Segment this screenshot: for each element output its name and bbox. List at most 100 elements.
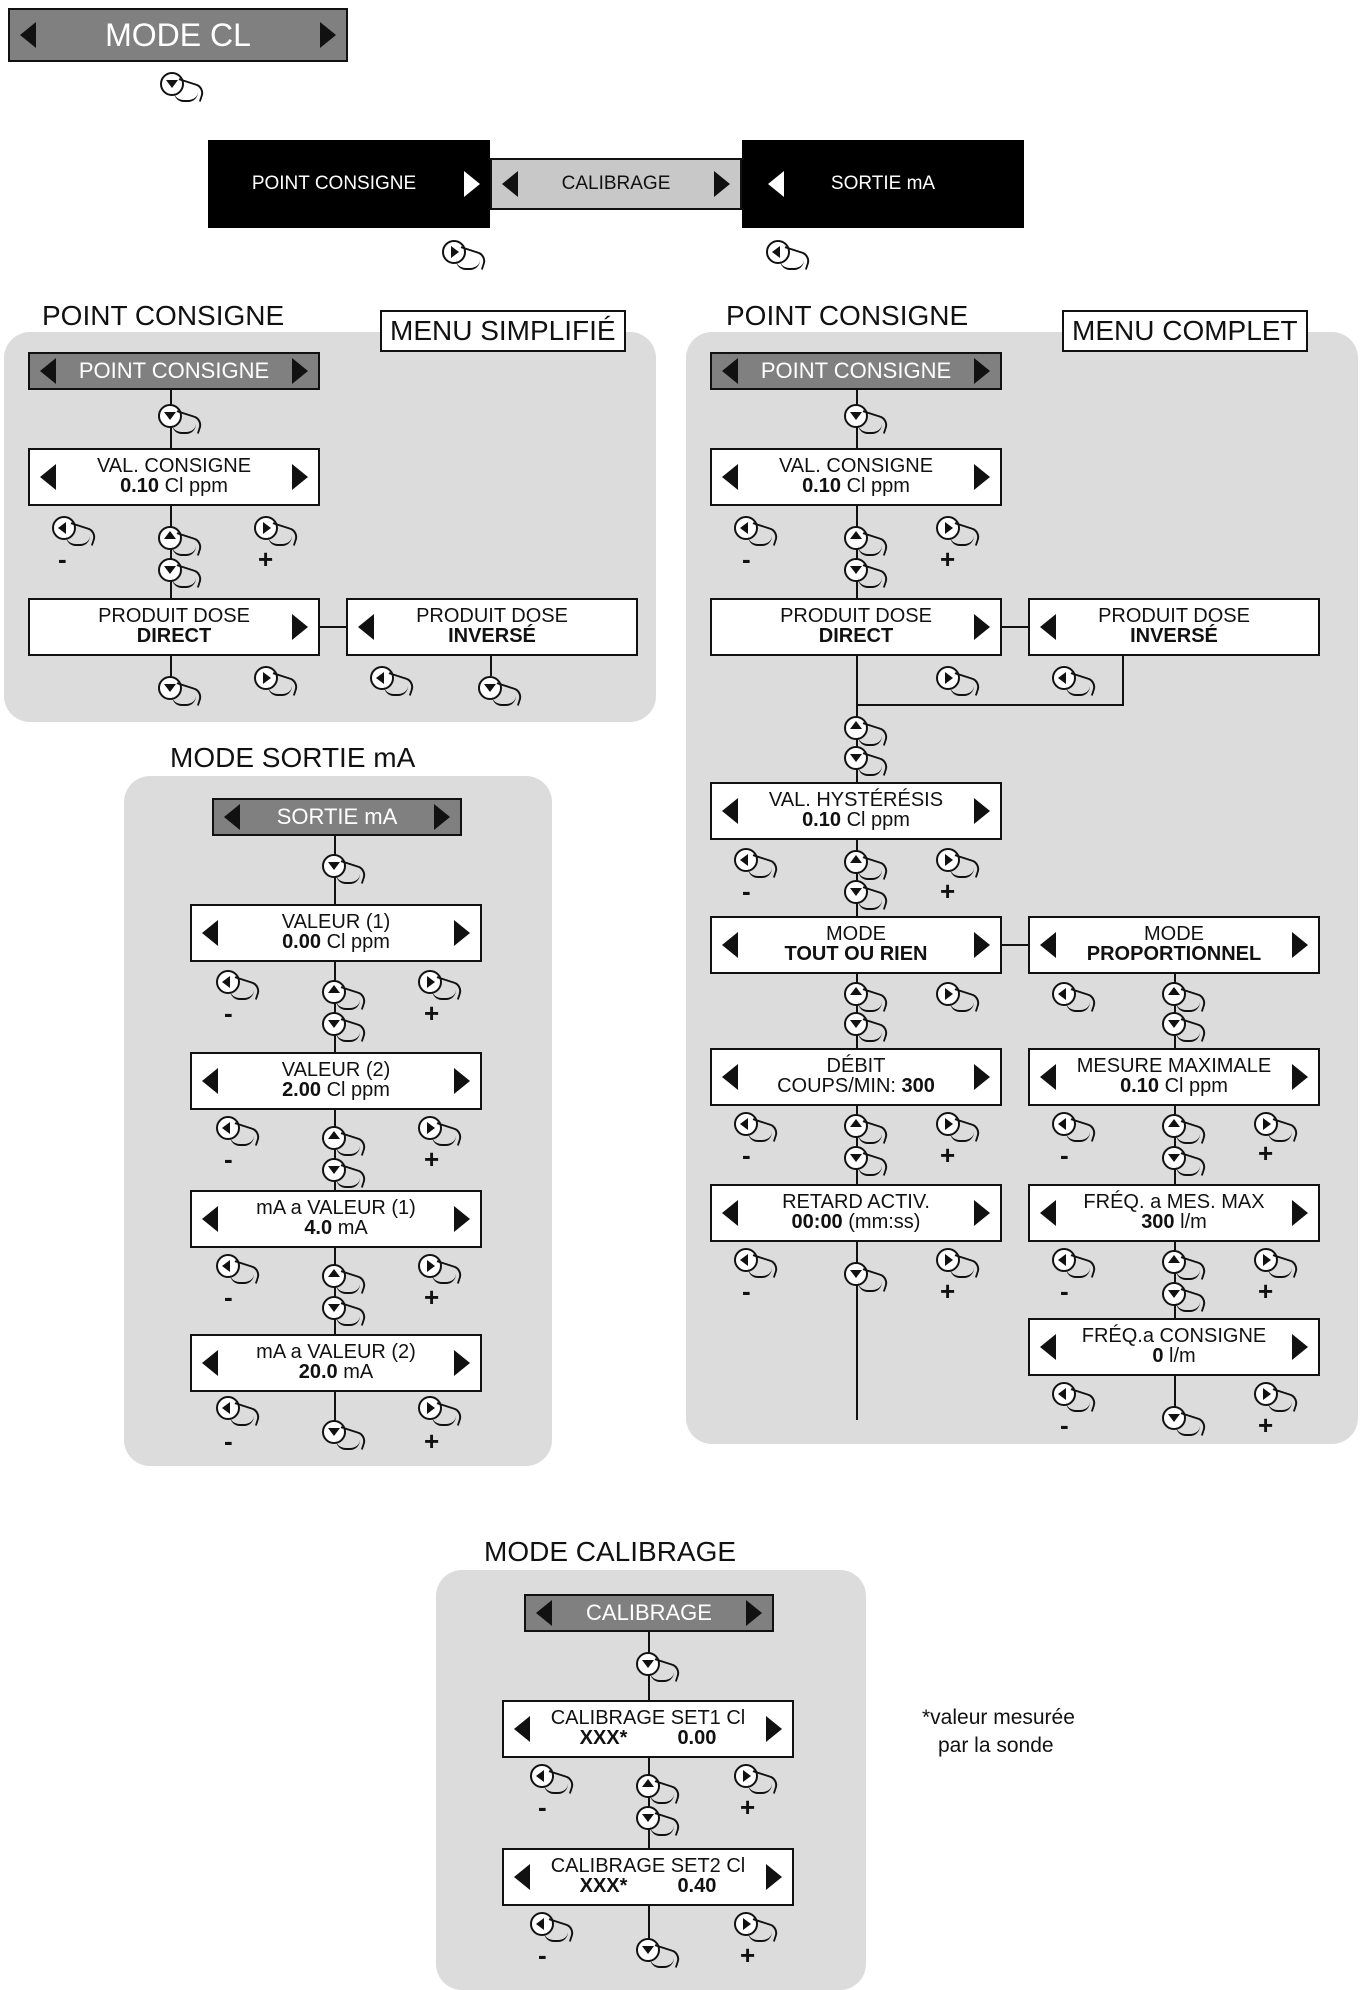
left-arrow-icon [40,464,56,490]
left-arrow-icon [768,171,784,197]
down-button-icon[interactable] [844,744,890,778]
left-arrow-icon [202,1206,218,1232]
down-button-icon[interactable] [1162,1144,1208,1178]
up-button-icon[interactable] [1162,1112,1208,1146]
left-button-icon[interactable] [734,1246,780,1280]
left-button-icon[interactable] [1052,1110,1098,1144]
down-button-icon[interactable] [478,674,524,708]
left-button-icon[interactable] [216,1394,262,1428]
left-arrow-icon [722,358,738,384]
down-button-icon[interactable] [636,1936,682,1970]
down-button-icon[interactable] [1162,1404,1208,1438]
up-button-icon[interactable] [322,1124,368,1158]
left-button-icon[interactable] [370,664,416,698]
down-button-icon[interactable] [322,1156,368,1190]
right-button-icon[interactable] [734,1762,780,1796]
left-button-icon[interactable] [766,238,812,272]
right-button-icon[interactable] [936,1246,982,1280]
up-button-icon[interactable] [844,980,890,1014]
complet-menu-tag: MENU COMPLET [1062,310,1308,352]
calib-set2: CALIBRAGE SET2 Cl XXX*0.40 [502,1848,794,1906]
down-button-icon[interactable] [158,674,204,708]
minus-sign: - [742,1140,751,1170]
right-button-icon[interactable] [936,846,982,880]
up-button-icon[interactable] [322,1262,368,1296]
complet-retard-unit: (mm:ss) [848,1211,921,1233]
right-button-icon[interactable] [1254,1246,1300,1280]
complet-mesmax-unit: Cl ppm [1164,1075,1228,1097]
down-button-icon[interactable] [844,402,890,436]
left-button-icon[interactable] [530,1762,576,1796]
plus-sign: + [740,1792,756,1822]
sortie-ma1-label: mA a VALEUR (1) [256,1197,416,1219]
complet-hyst-label: VAL. HYSTÉRÉSIS [768,789,944,811]
right-button-icon[interactable] [254,514,300,548]
left-button-icon[interactable] [734,846,780,880]
up-button-icon[interactable] [158,524,204,558]
right-button-icon[interactable] [936,664,982,698]
down-button-icon[interactable] [844,556,890,590]
up-button-icon[interactable] [844,1112,890,1146]
left-button-icon[interactable] [530,1910,576,1944]
right-button-icon[interactable] [418,1114,464,1148]
plus-sign: + [1258,1276,1274,1306]
left-arrow-icon [514,1864,530,1890]
left-button-icon[interactable] [1052,1246,1098,1280]
down-button-icon[interactable] [158,556,204,590]
down-button-icon[interactable] [322,1418,368,1452]
down-button-icon[interactable] [322,1010,368,1044]
down-button-icon[interactable] [1162,1280,1208,1314]
down-button-icon[interactable] [844,1144,890,1178]
right-button-icon[interactable] [936,514,982,548]
left-button-icon[interactable] [734,514,780,548]
down-button-icon[interactable] [636,1804,682,1838]
left-button-icon[interactable] [216,968,262,1002]
left-button-icon[interactable] [734,1110,780,1144]
up-button-icon[interactable] [1162,980,1208,1014]
complet-freq-consigne: FRÉQ.a CONSIGNE 0 l/m [1028,1318,1320,1376]
right-arrow-icon [1292,1064,1308,1090]
right-button-icon[interactable] [418,968,464,1002]
up-button-icon[interactable] [844,714,890,748]
left-button-icon[interactable] [52,514,98,548]
right-button-icon[interactable] [734,1910,780,1944]
plus-sign: + [258,544,274,574]
simple-header-label: POINT CONSIGNE [78,358,270,383]
up-button-icon[interactable] [636,1772,682,1806]
point-consigne-top: POINT CONSIGNE [208,140,490,228]
right-button-icon[interactable] [936,1110,982,1144]
plus-sign: + [940,1140,956,1170]
right-button-icon[interactable] [1254,1380,1300,1414]
sortie-ma2-unit: mA [343,1361,374,1383]
down-button-icon[interactable] [158,402,204,436]
down-button-icon[interactable] [160,70,206,104]
minus-sign: - [224,1282,233,1312]
down-button-icon[interactable] [1162,1010,1208,1044]
complet-panel [686,332,1358,1444]
left-button-icon[interactable] [1052,980,1098,1014]
right-button-icon[interactable] [936,980,982,1014]
left-button-icon[interactable] [216,1114,262,1148]
down-button-icon[interactable] [844,1260,890,1294]
minus-sign: - [224,998,233,1028]
down-button-icon[interactable] [636,1650,682,1684]
down-button-icon[interactable] [844,1010,890,1044]
up-button-icon[interactable] [322,978,368,1012]
up-button-icon[interactable] [844,848,890,882]
right-arrow-icon [974,932,990,958]
down-button-icon[interactable] [844,878,890,912]
left-arrow-icon [722,1064,738,1090]
down-button-icon[interactable] [322,852,368,886]
right-button-icon[interactable] [418,1394,464,1428]
left-button-icon[interactable] [1052,1380,1098,1414]
left-button-icon[interactable] [1052,664,1098,698]
right-button-icon[interactable] [442,238,488,272]
up-button-icon[interactable] [1162,1248,1208,1282]
right-button-icon[interactable] [254,664,300,698]
up-button-icon[interactable] [844,524,890,558]
right-button-icon[interactable] [1254,1110,1300,1144]
down-button-icon[interactable] [322,1294,368,1328]
left-button-icon[interactable] [216,1252,262,1286]
complet-mesmax-value: 0.10 [1120,1075,1159,1097]
right-button-icon[interactable] [418,1252,464,1286]
